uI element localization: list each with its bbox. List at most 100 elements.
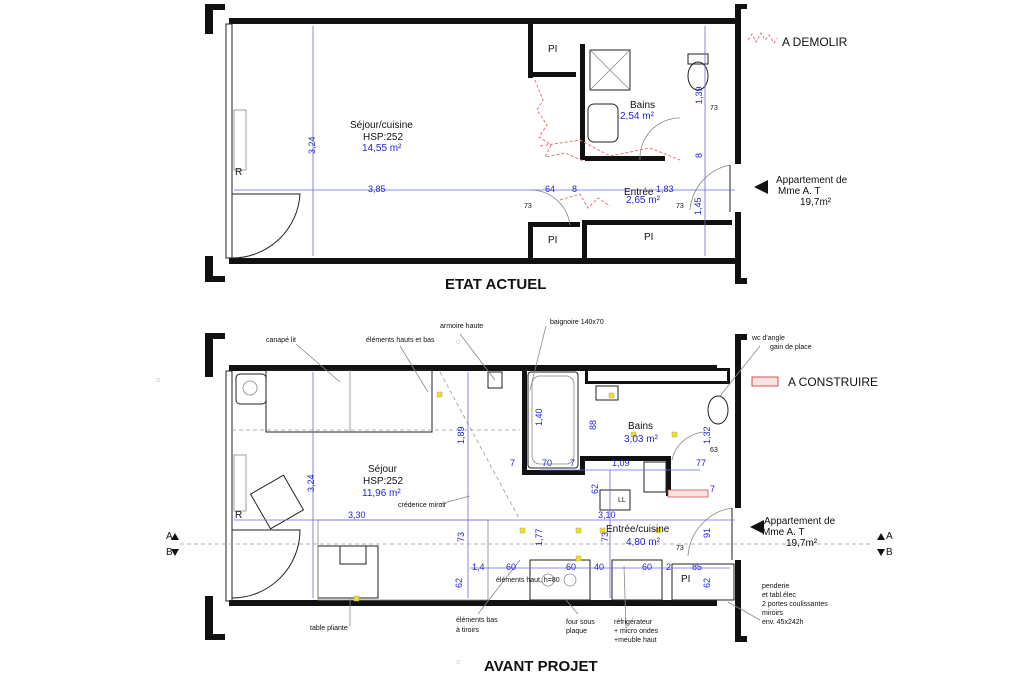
dim-1-39: 1,39: [694, 86, 704, 104]
dim-60: 60: [642, 562, 652, 572]
dim-88: 88: [588, 420, 598, 430]
bath-name: Bains: [628, 421, 653, 432]
electric-point: [671, 431, 678, 438]
dim-2: 2: [666, 562, 671, 572]
living-name: Séjour/cuisine: [350, 120, 413, 131]
dim-60: 60: [506, 562, 516, 572]
kitchen-counter: [529, 559, 591, 601]
toilet-tank: [687, 53, 709, 65]
wall: [735, 212, 741, 284]
chair: [339, 545, 367, 565]
closet-label: PI: [644, 232, 653, 243]
dim-8: 8: [572, 184, 577, 194]
demolish-mark: [559, 193, 611, 209]
dim-60: 60: [566, 562, 576, 572]
dim-1-09: 1,09: [612, 458, 630, 468]
dim-1-77: 1,77: [534, 528, 544, 546]
electric-point: [353, 595, 360, 602]
bathtub: [527, 371, 579, 469]
note-elem-haut: éléments haut, h=80: [496, 577, 560, 584]
section-arrow-up: [877, 533, 885, 540]
new-wall: [667, 489, 709, 498]
note-pend1: penderie: [762, 583, 789, 590]
entry-arrow: [750, 520, 764, 534]
wall: [205, 333, 213, 377]
entry-name: Entrée: [624, 187, 654, 198]
dim-3-85: 3,85: [368, 184, 386, 194]
toilet: [707, 395, 729, 425]
dim-62: 62: [590, 484, 600, 494]
leader: [727, 601, 761, 621]
symbol: ◌: [156, 377, 160, 384]
leader: [399, 345, 429, 393]
dim-70: 70: [542, 458, 552, 468]
door-width: 73: [710, 105, 718, 112]
demolish-mark: [539, 139, 681, 161]
hob-burner: [563, 573, 577, 587]
folding-table: [317, 545, 379, 599]
note-frigo1: réfrigérateur: [614, 619, 653, 626]
entry-area: 2,65 m²: [626, 195, 661, 206]
apartment-line1: Appartement de: [764, 516, 836, 527]
bath-area: 2,54 m²: [620, 111, 655, 122]
note-four1: four sous: [566, 619, 595, 626]
electric-point: [575, 555, 582, 562]
bath-area: 3,03 m²: [624, 434, 659, 445]
entry-arrow: [754, 180, 768, 194]
wall: [229, 258, 741, 264]
bathtub-inner: [531, 375, 575, 465]
construct-swatch: [751, 376, 779, 387]
window: [225, 370, 233, 602]
leader: [529, 325, 547, 391]
wall: [205, 276, 225, 282]
electric-point: [630, 431, 637, 438]
leader: [623, 565, 627, 629]
demolish-mark: [534, 79, 584, 162]
plan-title-project: AVANT PROJET: [484, 658, 598, 675]
door-width: 73: [524, 203, 532, 210]
radiator: [233, 109, 247, 171]
dim-3-24: 3,24: [306, 474, 316, 492]
dim-73: 73: [456, 532, 466, 542]
closet-label: PI: [548, 44, 557, 55]
window: [225, 23, 233, 259]
electric-point: [608, 392, 615, 399]
apartment-area: 19,7m²: [800, 197, 832, 208]
wall: [735, 338, 741, 508]
shower-diagonals: [589, 49, 631, 91]
dim-73: 73: [600, 532, 610, 542]
wall: [735, 278, 747, 284]
symbol: ◌: [456, 339, 460, 346]
washbasin: [595, 385, 619, 401]
washing-machine: [599, 489, 631, 511]
dim-1-40: 1,40: [534, 408, 544, 426]
living-hsp: HSP:252: [363, 476, 403, 487]
dim-1-89: 1,89: [456, 426, 466, 444]
note-elem-bas2: à tiroirs: [456, 627, 479, 634]
note-elements: éléments hauts et bas: [366, 337, 435, 344]
wall: [229, 18, 741, 24]
cabinet: [643, 461, 667, 493]
dim-7: 7: [510, 458, 515, 468]
legend-demolish: A DEMOLIR: [747, 31, 848, 49]
fridge-unit: [611, 559, 663, 601]
wall: [205, 596, 213, 640]
leader: [439, 495, 471, 505]
wall: [522, 368, 527, 472]
apartment-line1: Appartement de: [776, 175, 848, 186]
wall: [735, 560, 741, 642]
lamp: [242, 380, 258, 396]
living-name: Séjour: [368, 464, 398, 475]
side-table: [235, 373, 267, 405]
toilet: [687, 61, 709, 91]
plan-current: Séjour/cuisine HSP:252 14,55 m² Bains 2,…: [205, 4, 848, 293]
wall: [528, 72, 576, 77]
note-four2: plaque: [566, 628, 587, 635]
apartment-line2: Mme A. T: [762, 527, 805, 538]
dim-64: 64: [545, 184, 555, 194]
wall: [205, 256, 213, 282]
shower-tray: [589, 49, 631, 91]
wall: [205, 333, 225, 339]
plan-project: A B A B ◌ ◌ ◌ Séjour HSP:252 11,96 m² Ba: [156, 319, 893, 675]
